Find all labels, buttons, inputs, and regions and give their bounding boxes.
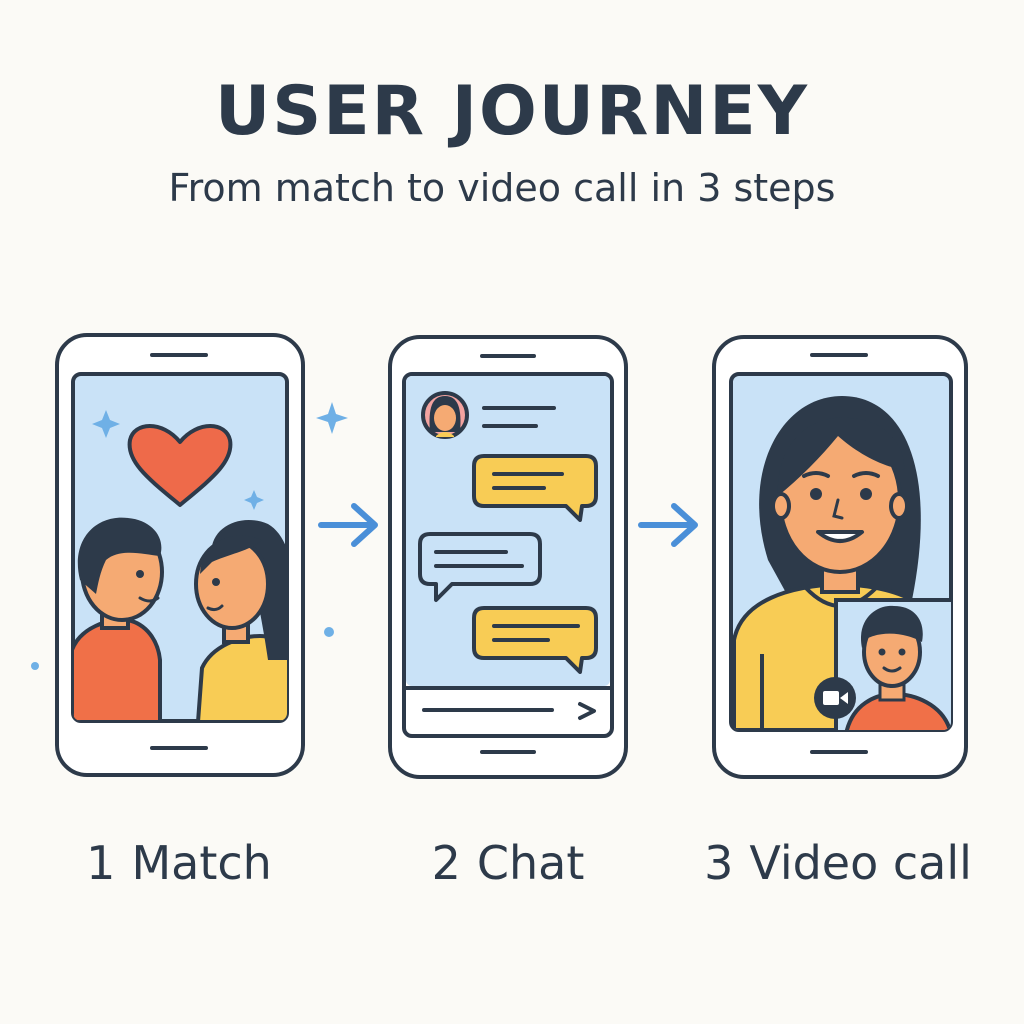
sparkle-dot-icon <box>31 662 39 670</box>
phone-match <box>55 333 305 777</box>
step-title: Chat <box>476 836 585 890</box>
video-camera-icon <box>814 677 856 719</box>
chat-bubble-left <box>418 532 542 602</box>
step-title: Match <box>131 836 272 890</box>
send-icon <box>578 702 596 720</box>
sparkle-icon <box>316 402 348 434</box>
step-label-video-call: 3 Video call <box>673 836 1003 890</box>
chat-bubble-right <box>472 454 598 522</box>
man-avatar <box>73 517 164 721</box>
step-label-chat: 2 Chat <box>343 836 673 890</box>
woman-avatar <box>194 520 287 721</box>
self-view-thumbnail <box>834 598 951 730</box>
step-number: 3 <box>704 836 734 890</box>
step-title: Video call <box>749 836 972 890</box>
page-subtitle: From match to video call in 3 steps <box>168 166 836 210</box>
phone-chat <box>388 335 628 779</box>
heart-icon <box>127 424 233 507</box>
phone-video-call <box>712 335 968 779</box>
step-number: 1 <box>86 836 116 890</box>
step-number: 2 <box>431 836 461 890</box>
page-title: USER JOURNEY <box>215 72 809 151</box>
chat-bubble-right <box>472 606 598 674</box>
step-label-match: 1 Match <box>14 836 344 890</box>
sparkle-dot-icon <box>324 627 334 637</box>
arrow-right-icon <box>638 503 698 547</box>
arrow-right-icon <box>318 503 378 547</box>
contact-avatar <box>421 391 469 439</box>
